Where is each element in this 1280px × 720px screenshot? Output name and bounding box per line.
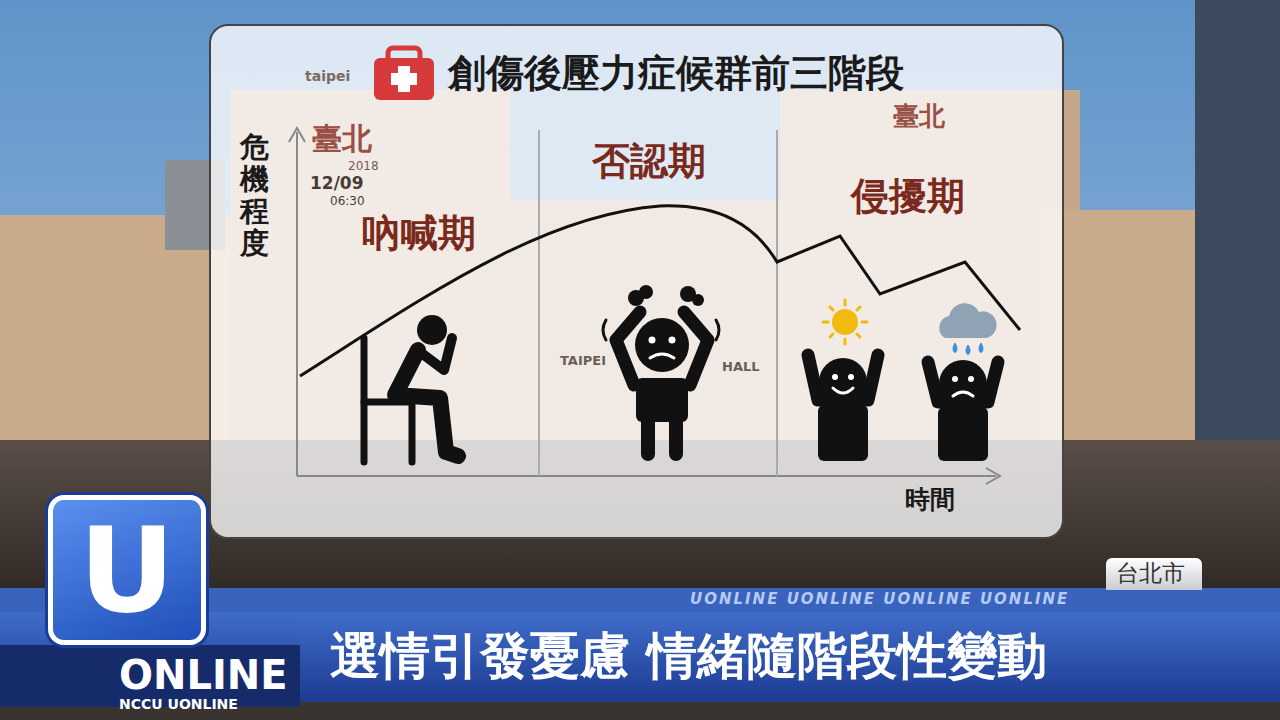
- photo-text: 臺北: [312, 122, 372, 157]
- chart-title: 創傷後壓力症候群前三階段: [448, 52, 904, 96]
- sad-figure: [928, 303, 998, 461]
- agitated-figure: [603, 285, 719, 454]
- happy-figure: [808, 300, 878, 461]
- logo-letter: U: [53, 500, 201, 640]
- crisis-curve: [300, 206, 1020, 376]
- photo-text: 06:30: [330, 195, 365, 209]
- ticker-text: UONLINE UONLINE UONLINE UONLINE: [690, 591, 1069, 608]
- headline-band: 選情引發憂慮 情緒隨階段性變動: [300, 614, 1280, 700]
- logo-word: ONLINE: [119, 652, 288, 698]
- sitting-figure: [364, 315, 458, 462]
- axis-label: 危機程度: [240, 132, 269, 260]
- axes: [289, 128, 1000, 484]
- photo-text: HALL: [722, 360, 760, 375]
- photo-text: 2018: [348, 160, 379, 174]
- stage-label: 侵擾期: [851, 175, 965, 219]
- stage-label: 否認期: [592, 140, 706, 184]
- logo-subtitle: NCCU UONLINE: [119, 696, 238, 712]
- logo-box: UONLINENCCU UONLINE: [48, 495, 206, 645]
- photo-text: 12/09: [310, 174, 364, 194]
- stage-label: 吶喊期: [362, 212, 476, 256]
- location-tag: 台北市: [1106, 558, 1202, 590]
- axis-label: 時間: [905, 486, 955, 515]
- photo-text: 臺北: [893, 102, 945, 132]
- photo-text: taipei: [305, 68, 350, 84]
- info-panel: [210, 25, 1063, 538]
- location-text: 台北市: [1116, 560, 1185, 586]
- headline-text: 選情引發憂慮 情緒隨階段性變動: [330, 628, 1047, 686]
- first-aid-icon: [374, 48, 434, 100]
- photo-text: TAIPEI: [560, 354, 606, 369]
